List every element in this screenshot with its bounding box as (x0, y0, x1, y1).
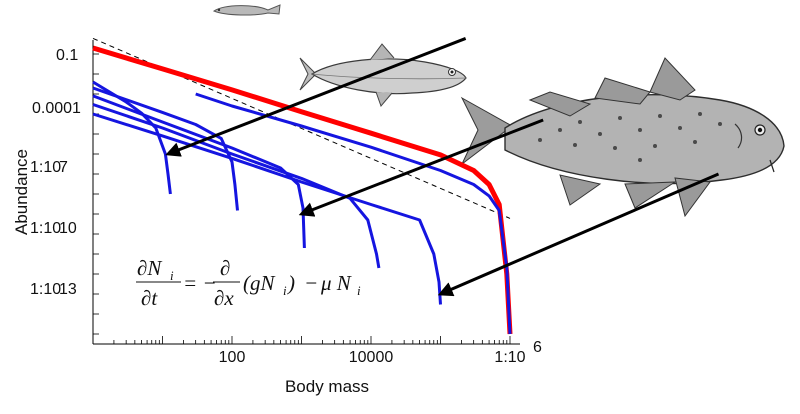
y-tick-label: 1:10 (30, 220, 61, 237)
eq-mu-term: μ N (320, 271, 352, 295)
cod-icon (460, 57, 785, 218)
y-tick-exponent: 13 (59, 281, 77, 298)
y-tick-exponent: 10 (59, 220, 77, 237)
small-fish-icon (212, 4, 281, 16)
eq-lhs-denominator: ∂t (141, 286, 158, 310)
x-tick-label: 10000 (349, 349, 394, 366)
species-line-1 (92, 80, 172, 195)
eq-lhs-subscript: i (170, 268, 174, 283)
y-tick-labels: 0.1 0.0001 1:10 7 1:10 10 1:10 13 (30, 47, 81, 298)
eq-op-denominator: ∂x (214, 286, 234, 310)
eq-op-numerator: ∂ (220, 256, 230, 280)
axes (92, 40, 520, 345)
arrow-3 (437, 172, 720, 297)
y-tick-label: 1:10 (30, 281, 61, 298)
y-axis-title: Abundance (12, 149, 31, 235)
y-tick-label: 0.0001 (32, 100, 81, 117)
eq-equals: = − (183, 271, 217, 295)
y-tick-label: 1:10 (30, 159, 61, 176)
x-axis-title: Body mass (285, 377, 369, 396)
species-line-2 (92, 86, 239, 211)
tick-marks (92, 53, 511, 344)
equation-annotation: ∂N i ∂t = − ∂ ∂x (gN i ) − μ N i (136, 256, 361, 310)
eq-term-open: (gN (243, 271, 275, 295)
eq-minus: − (304, 271, 318, 295)
x-tick-labels: 100 10000 1:10 6 (219, 339, 542, 366)
x-tick-label: 100 (219, 349, 246, 366)
arrow-2 (298, 118, 544, 217)
y-tick-exponent: 7 (59, 159, 68, 176)
y-tick-label: 0.1 (56, 47, 78, 64)
eq-mu-subscript: i (357, 283, 361, 298)
eq-term-subscript: i (283, 283, 287, 298)
x-tick-label: 1:10 (494, 349, 525, 366)
species-line-5 (92, 112, 442, 305)
arrow-layer (165, 37, 720, 297)
arrow-1 (165, 37, 467, 157)
eq-term-close: ) (287, 271, 295, 295)
eq-lhs-numerator: ∂N (137, 256, 162, 280)
x-tick-exponent: 6 (533, 339, 542, 356)
herring-icon (299, 43, 467, 107)
